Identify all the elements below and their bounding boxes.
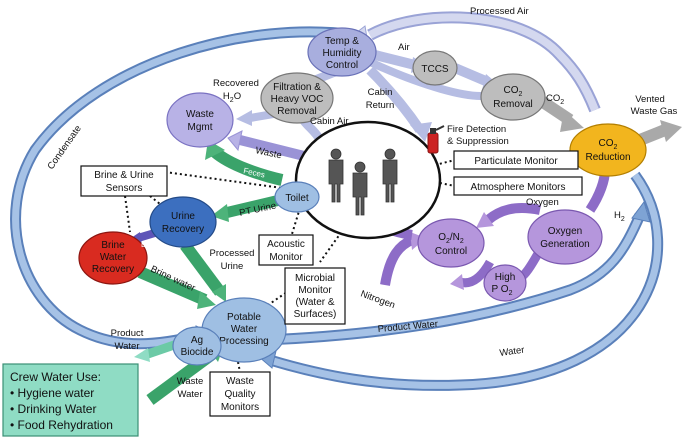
o2n2-control-node [417,218,485,268]
processed-urine-arrow [180,241,225,296]
pt-urine-arrow [223,194,282,219]
filtration-node [260,72,334,124]
water-label: Water [499,345,525,359]
crew-water-item: • Drinking Water [10,402,96,416]
h2-label: H2 [614,210,625,223]
temp-humidity-node [307,27,377,77]
atmosphere-monitors-box [453,176,583,196]
product-water-right-label: Product Water [377,319,438,335]
brine-urine-sensors-box [80,165,168,197]
waste-label: Waste [254,145,282,161]
crew-water-item: • Hygiene water [10,386,94,400]
tccs-node [412,50,458,86]
acoustic-monitor-box [258,234,314,266]
urine-recovery-node [149,196,217,248]
crew-water-item: • Food Rehydration [10,418,113,432]
toilet-label: Toilet [285,193,309,204]
processed-air-label: Processed Air [470,6,529,17]
co2-reduction-node [569,123,647,177]
crew-cabin [294,120,442,240]
brine-water-arrow [137,266,208,306]
waste-mgmt-node [166,92,234,148]
air-label: Air [398,42,410,53]
brine-recovery-node [78,231,148,285]
air-flow-arrow [373,50,417,70]
oxygen-label: Oxygen [526,197,559,208]
particulate-monitor-box [453,150,579,170]
waste-quality-monitors-box [209,371,271,417]
crew-water-use-box [2,363,139,437]
nitrogen-arrow [380,235,415,286]
feces-arrow [211,147,284,186]
vented-gas-arrow [637,124,668,146]
feces-label: Feces [243,166,266,179]
crew-water-use-title: Crew Water Use: [10,370,101,384]
high-po2-node [483,264,527,302]
co2-label: CO2 [546,93,564,106]
fire-detection-label: Fire Detection& Suppression [447,124,509,147]
tccs-label: TCCS [421,64,449,75]
fire-extinguisher-icon [427,125,445,154]
cabin-air-label: Cabin Air [310,116,349,127]
nitrogen-label: Nitrogen [359,288,397,311]
oxygen-generation-node [527,209,603,265]
co2-removal-node [480,73,546,121]
brine-label: Brine [141,240,160,249]
toilet-node [274,181,320,213]
particulate-monitor-label: Particulate Monitor [474,156,558,167]
product-water-arrowhead [631,200,651,223]
ag-biocide-node [172,326,222,366]
crew-figures-icon [328,148,398,216]
microbial-monitor-box [284,267,346,325]
atmosphere-monitors-label: Atmosphere Monitors [470,182,565,193]
oxygen-arrow [484,203,541,224]
